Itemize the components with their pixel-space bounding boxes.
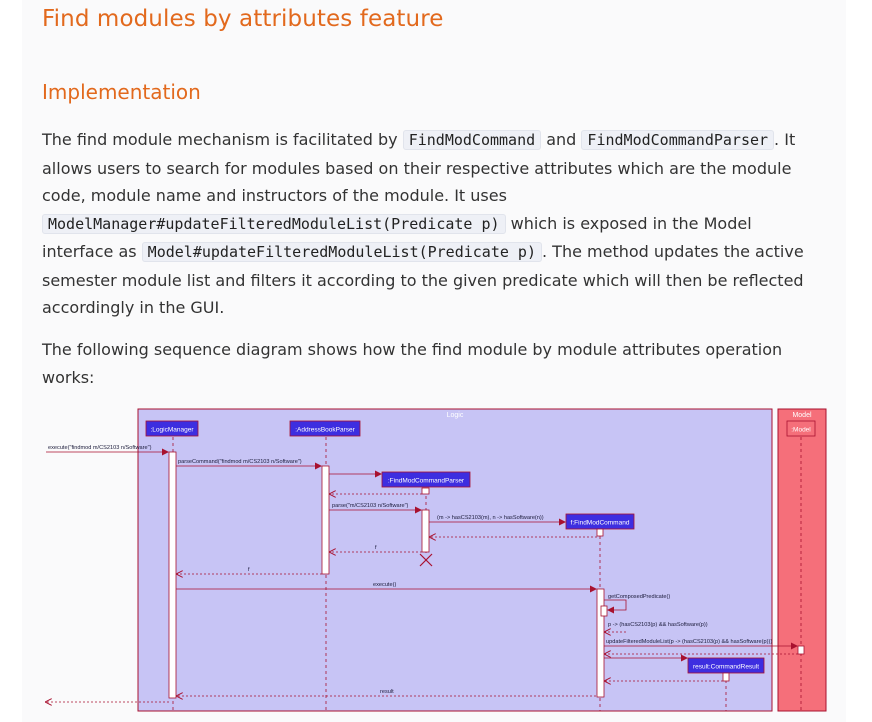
participant-find-mod-command-label: f:FindModCommand [571,520,630,527]
participant-model [786,420,816,437]
code-model-method: Model#updateFilteredModuleList(Predicate… [141,242,542,262]
implementation-paragraph: The find module mechanism is facilitated… [42,126,812,322]
label-execute: execute() [373,582,396,588]
label-create-command: (m -> hasCS2103(m), n -> hasSoftware(n)) [437,515,544,521]
activation-find-mod-command-parser-2 [421,509,430,553]
label-return-f-2: f [248,567,250,573]
activation-find-mod-command-parser-1 [421,487,430,495]
participant-logic-manager-label: :LogicManager [151,427,195,434]
logic-frame [137,408,773,712]
destroy-marker [419,553,433,567]
model-frame-label: Model [792,412,812,419]
participant-find-mod-command-parser [381,471,471,488]
sequence-diagram: Logic Model :LogicManager :AddressBookPa… [40,408,827,712]
label-execute-findmod: execute("findmod m/CS2103 n/Software") [48,445,152,451]
activation-address-book-parser [321,465,330,575]
para-text-2: and [541,130,582,149]
code-find-mod-command: FindModCommand [402,130,542,150]
activation-model [797,645,805,655]
para-text-4: which is exposed in the Model interface … [42,213,752,262]
section-title: Find modules by attributes feature [42,6,444,32]
participant-address-book-parser [289,420,361,437]
code-model-manager-method: ModelManager#updateFilteredModuleList(Pr… [42,213,506,234]
participant-address-book-parser-label: :AddressBookParser [295,427,355,434]
para-text-1: The find module mechanism is facilitated… [42,130,403,149]
label-parse-command: parseCommand("findmod m/CS2103 n/Softwar… [178,459,302,465]
label-parse: parse("m/CS2103 n/Software") [332,503,409,509]
label-get-composed-predicate: getComposedPredicate() [608,594,670,600]
activation-logic-manager [168,451,177,699]
activation-command-result [722,672,730,682]
code-find-mod-command-parser: FindModCommandParser [581,130,775,150]
msg-get-composed-predicate [604,599,627,614]
participant-find-mod-command-parser-label: :FindModCommandParser [388,478,465,485]
activation-find-mod-command-1 [596,528,604,537]
participant-logic-manager [145,420,199,437]
para-text-5: . The method updates the active semester… [42,242,804,317]
participant-model-label: :Model [791,427,811,434]
para-text-3: . It allows users to search for modules … [42,130,796,205]
activation-find-mod-command-2 [596,588,605,698]
activation-find-mod-command-self [600,605,608,617]
logic-frame-label: Logic [447,412,464,419]
subsection-title: Implementation [42,80,201,104]
label-return-f-1: f [375,545,377,551]
label-return-result: result [380,689,394,695]
diagram-intro-paragraph: The following sequence diagram shows how… [42,340,783,387]
model-frame [777,408,827,712]
label-predicate: p -> (hasCS2103(p) && hasSoftware(p)) [608,622,708,628]
label-update-filtered-list: updateFilteredModuleList(p -> (hasCS2103… [606,639,772,645]
participant-command-result-label: result:CommandResult [693,664,759,671]
